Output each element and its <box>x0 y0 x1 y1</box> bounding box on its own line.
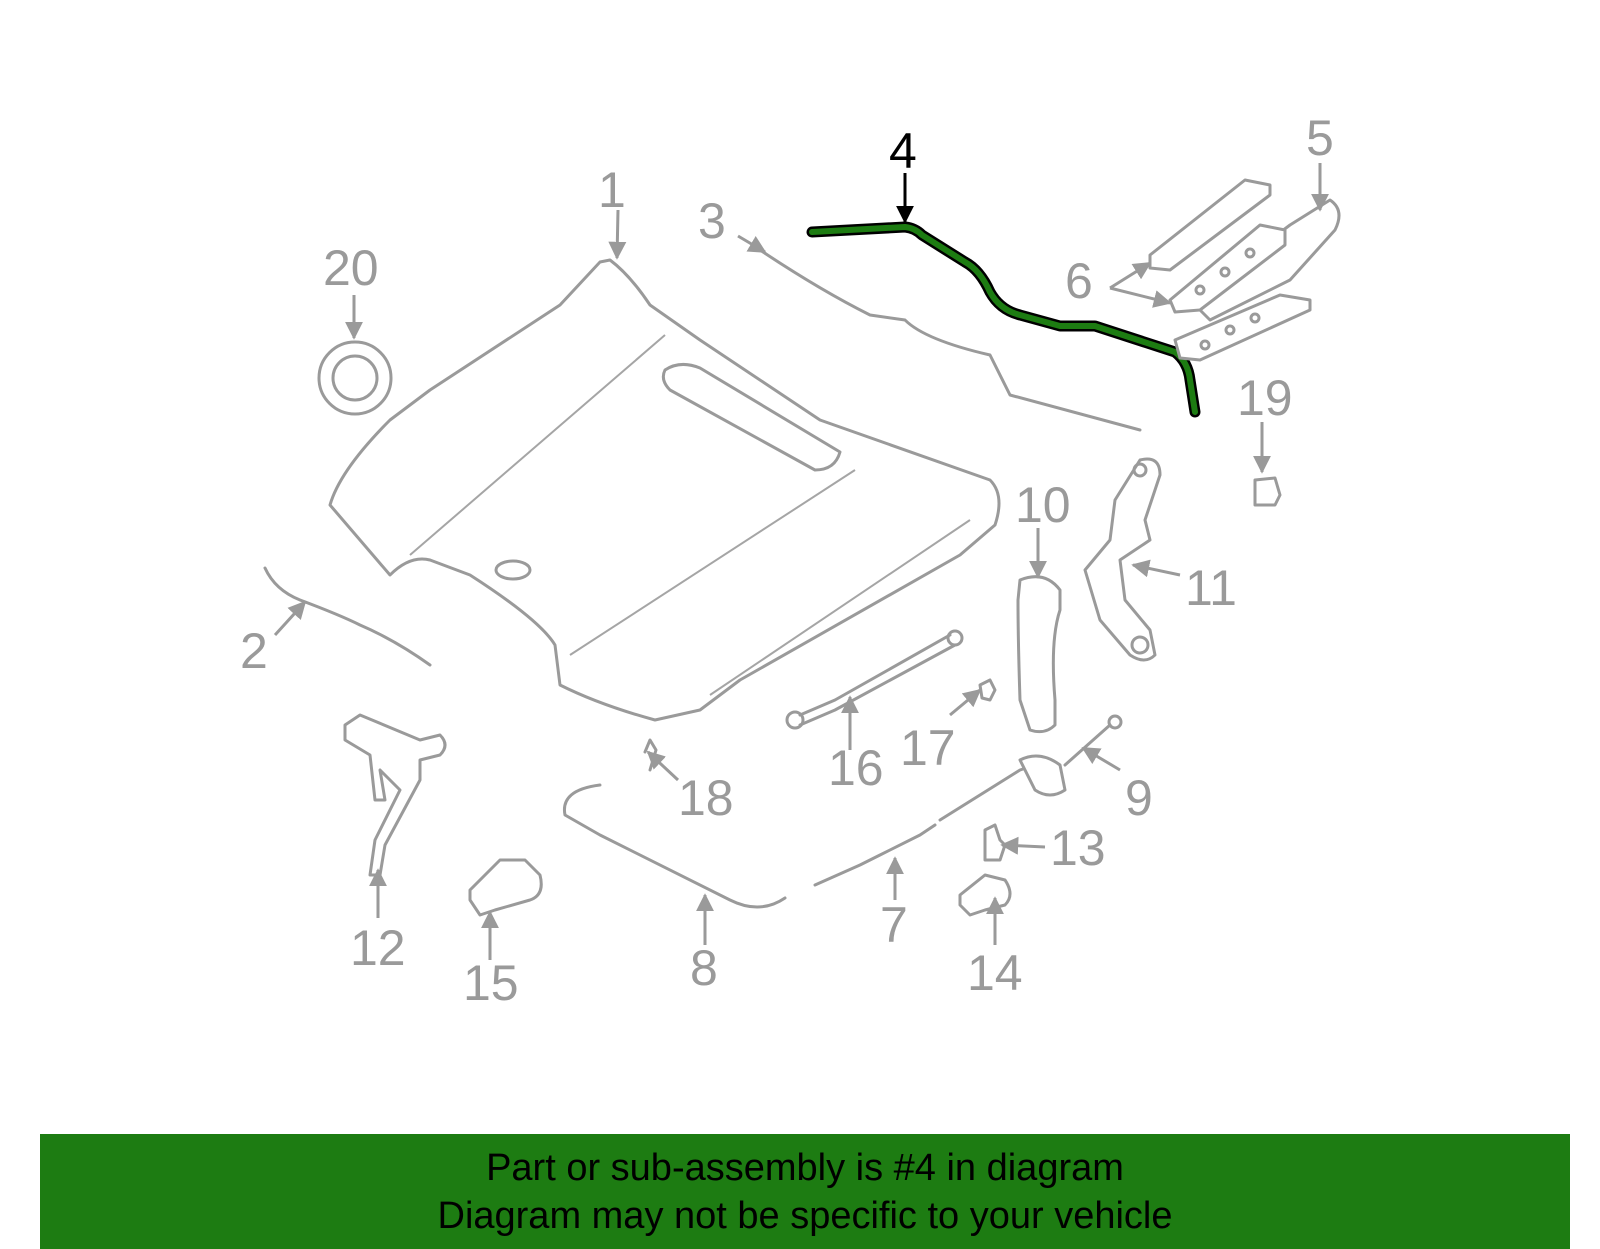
part-8-rod[interactable] <box>562 783 787 909</box>
part-1-hood[interactable] <box>328 258 1001 722</box>
callout-7: 7 <box>880 897 908 953</box>
part-10-hinge-arm[interactable] <box>1016 575 1062 734</box>
callout-5: 5 <box>1306 110 1334 166</box>
part-14-bumper[interactable] <box>958 873 1012 917</box>
part-11-bracket[interactable] <box>1083 457 1162 662</box>
callout-13: 13 <box>1050 820 1106 876</box>
part-7-cable[interactable] <box>813 823 937 887</box>
callout-4: 4 <box>889 123 917 179</box>
banner-line-1: Part or sub-assembly is #4 in diagram <box>486 1147 1124 1189</box>
callout-8: 8 <box>690 940 718 996</box>
callout-19: 19 <box>1237 370 1293 426</box>
callout-10: 10 <box>1015 477 1071 533</box>
callout-2: 2 <box>240 623 268 679</box>
info-banner: Part or sub-assembly is #4 in diagram Di… <box>40 1134 1570 1249</box>
callout-14: 14 <box>967 945 1023 1001</box>
callout-18: 18 <box>678 770 734 826</box>
part-2-seal[interactable] <box>263 566 432 667</box>
callout-labels: 1 2 3 4 5 6 7 8 9 10 11 12 13 14 15 16 1… <box>240 110 1334 1011</box>
callout-11: 11 <box>1185 560 1237 616</box>
part-17-clip[interactable] <box>978 678 997 702</box>
callout-9: 9 <box>1125 770 1153 826</box>
part-12-latch[interactable] <box>343 713 447 877</box>
leader-lines <box>273 163 1329 960</box>
callout-1: 1 <box>598 162 626 218</box>
callout-17: 17 <box>900 720 956 776</box>
part-20-grommet[interactable] <box>317 340 393 416</box>
part-15-striker[interactable] <box>468 858 543 917</box>
part-6-hinge-plates[interactable] <box>1148 178 1287 314</box>
part-13-clip[interactable] <box>983 823 1007 862</box>
banner-line-2: Diagram may not be specific to your vehi… <box>437 1195 1173 1237</box>
callout-12: 12 <box>350 920 406 976</box>
callout-3: 3 <box>698 193 726 249</box>
part-3-weatherstrip[interactable] <box>758 248 1142 432</box>
part-9-release-cable[interactable] <box>938 714 1123 822</box>
callout-15: 15 <box>463 955 519 1011</box>
part-19-clip[interactable] <box>1253 476 1282 507</box>
callout-6: 6 <box>1065 253 1093 309</box>
callout-16: 16 <box>828 740 884 796</box>
part-16-strut[interactable] <box>785 629 964 730</box>
callout-20: 20 <box>323 240 379 296</box>
